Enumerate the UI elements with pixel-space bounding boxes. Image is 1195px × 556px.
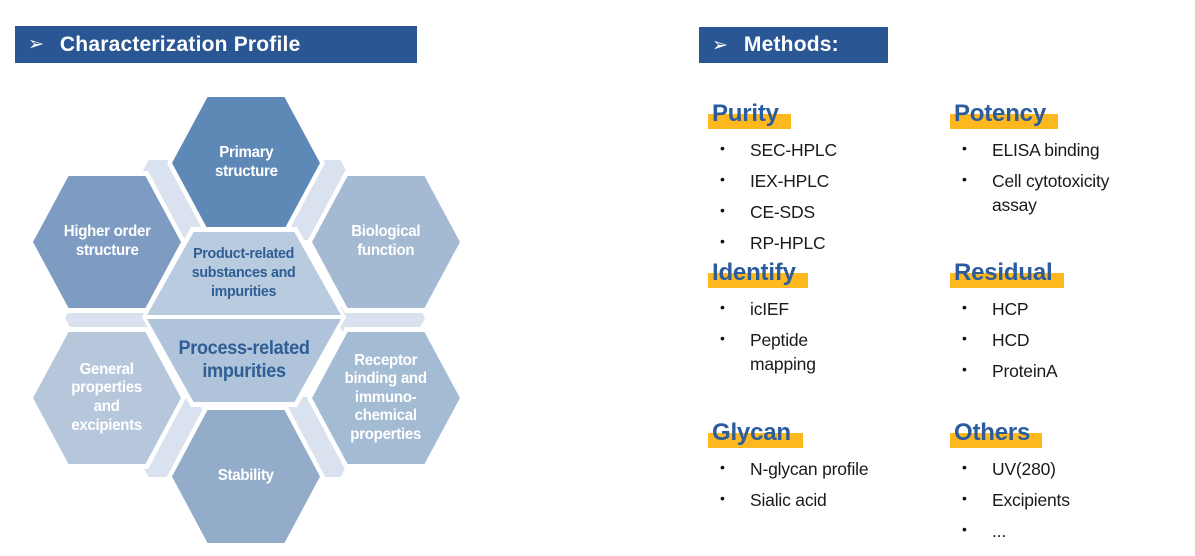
bullet-icon: • [720,330,725,347]
method-item: •HCP [962,299,1029,319]
highlight-bar [950,114,1058,129]
hexagon-label: Stability [218,467,274,485]
category-title: Purity [712,100,779,127]
category-title: Glycan [712,419,791,446]
method-section-potency: Potency •ELISA binding •Cell cytotoxicit… [950,100,1189,224]
bullet-icon: • [962,330,967,347]
category-heading: Glycan [708,419,803,448]
bullet-icon: • [720,490,725,507]
arrow-bullet-icon: ➢ [712,34,728,56]
center-label: Process-related impurities [178,337,310,382]
category-title: Identify [712,259,796,286]
category-heading: Residual [950,259,1065,288]
bullet-icon: • [962,299,967,315]
hexagon-general-properties: General properties and excipients [28,327,186,469]
methods-title: Methods: [743,33,839,56]
bullet-icon: • [962,459,967,475]
bullet-icon: • [962,521,967,538]
bullet-icon: • [962,171,967,188]
hexagon-biological-function: Biological function [307,171,465,313]
method-item: •UV(280) [962,459,1056,479]
method-item: •ProteinA [962,361,1058,382]
hexagon-primary-structure: Primary structure [167,92,325,234]
method-item: •Sialic acid [720,490,827,511]
center-label: Product-related substances and impuritie… [192,245,296,300]
method-list: •icIEF •Peptide mapping [712,297,947,376]
highlight-bar [950,273,1065,288]
hexagon-receptor-binding: Receptor binding and immuno- chemical pr… [307,327,465,469]
method-list: •SEC-HPLC •IEX-HPLC •CE-SDS •RP-HPLC [712,138,947,256]
category-title: Potency [954,100,1046,127]
category-heading: Identify [708,259,808,288]
highlight-bar [708,273,808,288]
method-section-residual: Residual •HCP •HCD •ProteinA [950,259,1189,390]
highlight-bar [708,114,791,129]
method-item: •HCD [962,330,1030,351]
bullet-icon: • [720,233,725,250]
method-list: •N-glycan profile •Sialic acid [712,457,947,512]
method-section-purity: Purity •SEC-HPLC •IEX-HPLC •CE-SDS •RP-H… [708,100,947,263]
method-list: •UV(280) •Excipients •... [954,457,1189,543]
method-section-identify: Identify •icIEF •Peptide mapping [708,259,947,383]
category-title: Others [954,419,1031,446]
bullet-icon: • [720,171,725,188]
method-item: •IEX-HPLC [720,171,830,192]
method-item: •icIEF [720,299,789,319]
method-item: •Excipients [962,490,1070,511]
method-item: •SEC-HPLC [720,140,837,160]
method-section-glycan: Glycan •N-glycan profile •Sialic acid [708,419,947,519]
bullet-icon: • [962,140,967,156]
category-title: Residual [954,259,1053,286]
bullet-icon: • [720,140,725,156]
method-list: •ELISA binding •Cell cytotoxicity assay [954,138,1189,217]
bullet-icon: • [720,202,725,219]
hexagon-label: Biological function [351,223,421,259]
arrow-bullet-icon: ➢ [28,34,44,55]
category-heading: Others [950,419,1043,448]
method-item: •... [962,521,1006,542]
method-list: •HCP •HCD •ProteinA [954,297,1189,383]
characterization-banner: ➢ Characterization Profile [15,26,417,63]
bullet-icon: • [962,361,967,378]
hexagon-label: General properties and excipients [71,360,143,434]
hexagon-center: Product-related substances and impuritie… [142,227,346,407]
highlight-bar [708,433,803,448]
characterization-title: Characterization Profile [59,32,301,56]
bullet-icon: • [720,299,725,315]
method-item: •Peptide mapping [720,330,816,375]
method-item: •N-glycan profile [720,459,869,479]
highlight-bar [950,433,1043,448]
method-item: •Cell cytotoxicity assay [962,171,1110,216]
method-item: •ELISA binding [962,140,1100,160]
category-heading: Potency [950,100,1058,129]
hexagon-label: Primary structure [214,144,278,180]
hexagon-label: Higher order structure [63,223,151,259]
methods-banner: ➢ Methods: [699,27,888,63]
hexagon-label: Receptor binding and immuno- chemical pr… [344,351,428,443]
category-heading: Purity [708,100,791,129]
method-item: •CE-SDS [720,202,815,223]
bullet-icon: • [720,459,725,475]
hexagon-stability: Stability [167,405,325,548]
bullet-icon: • [962,490,967,507]
method-section-others: Others •UV(280) •Excipients •... [950,419,1189,550]
method-item: •RP-HPLC [720,233,826,254]
